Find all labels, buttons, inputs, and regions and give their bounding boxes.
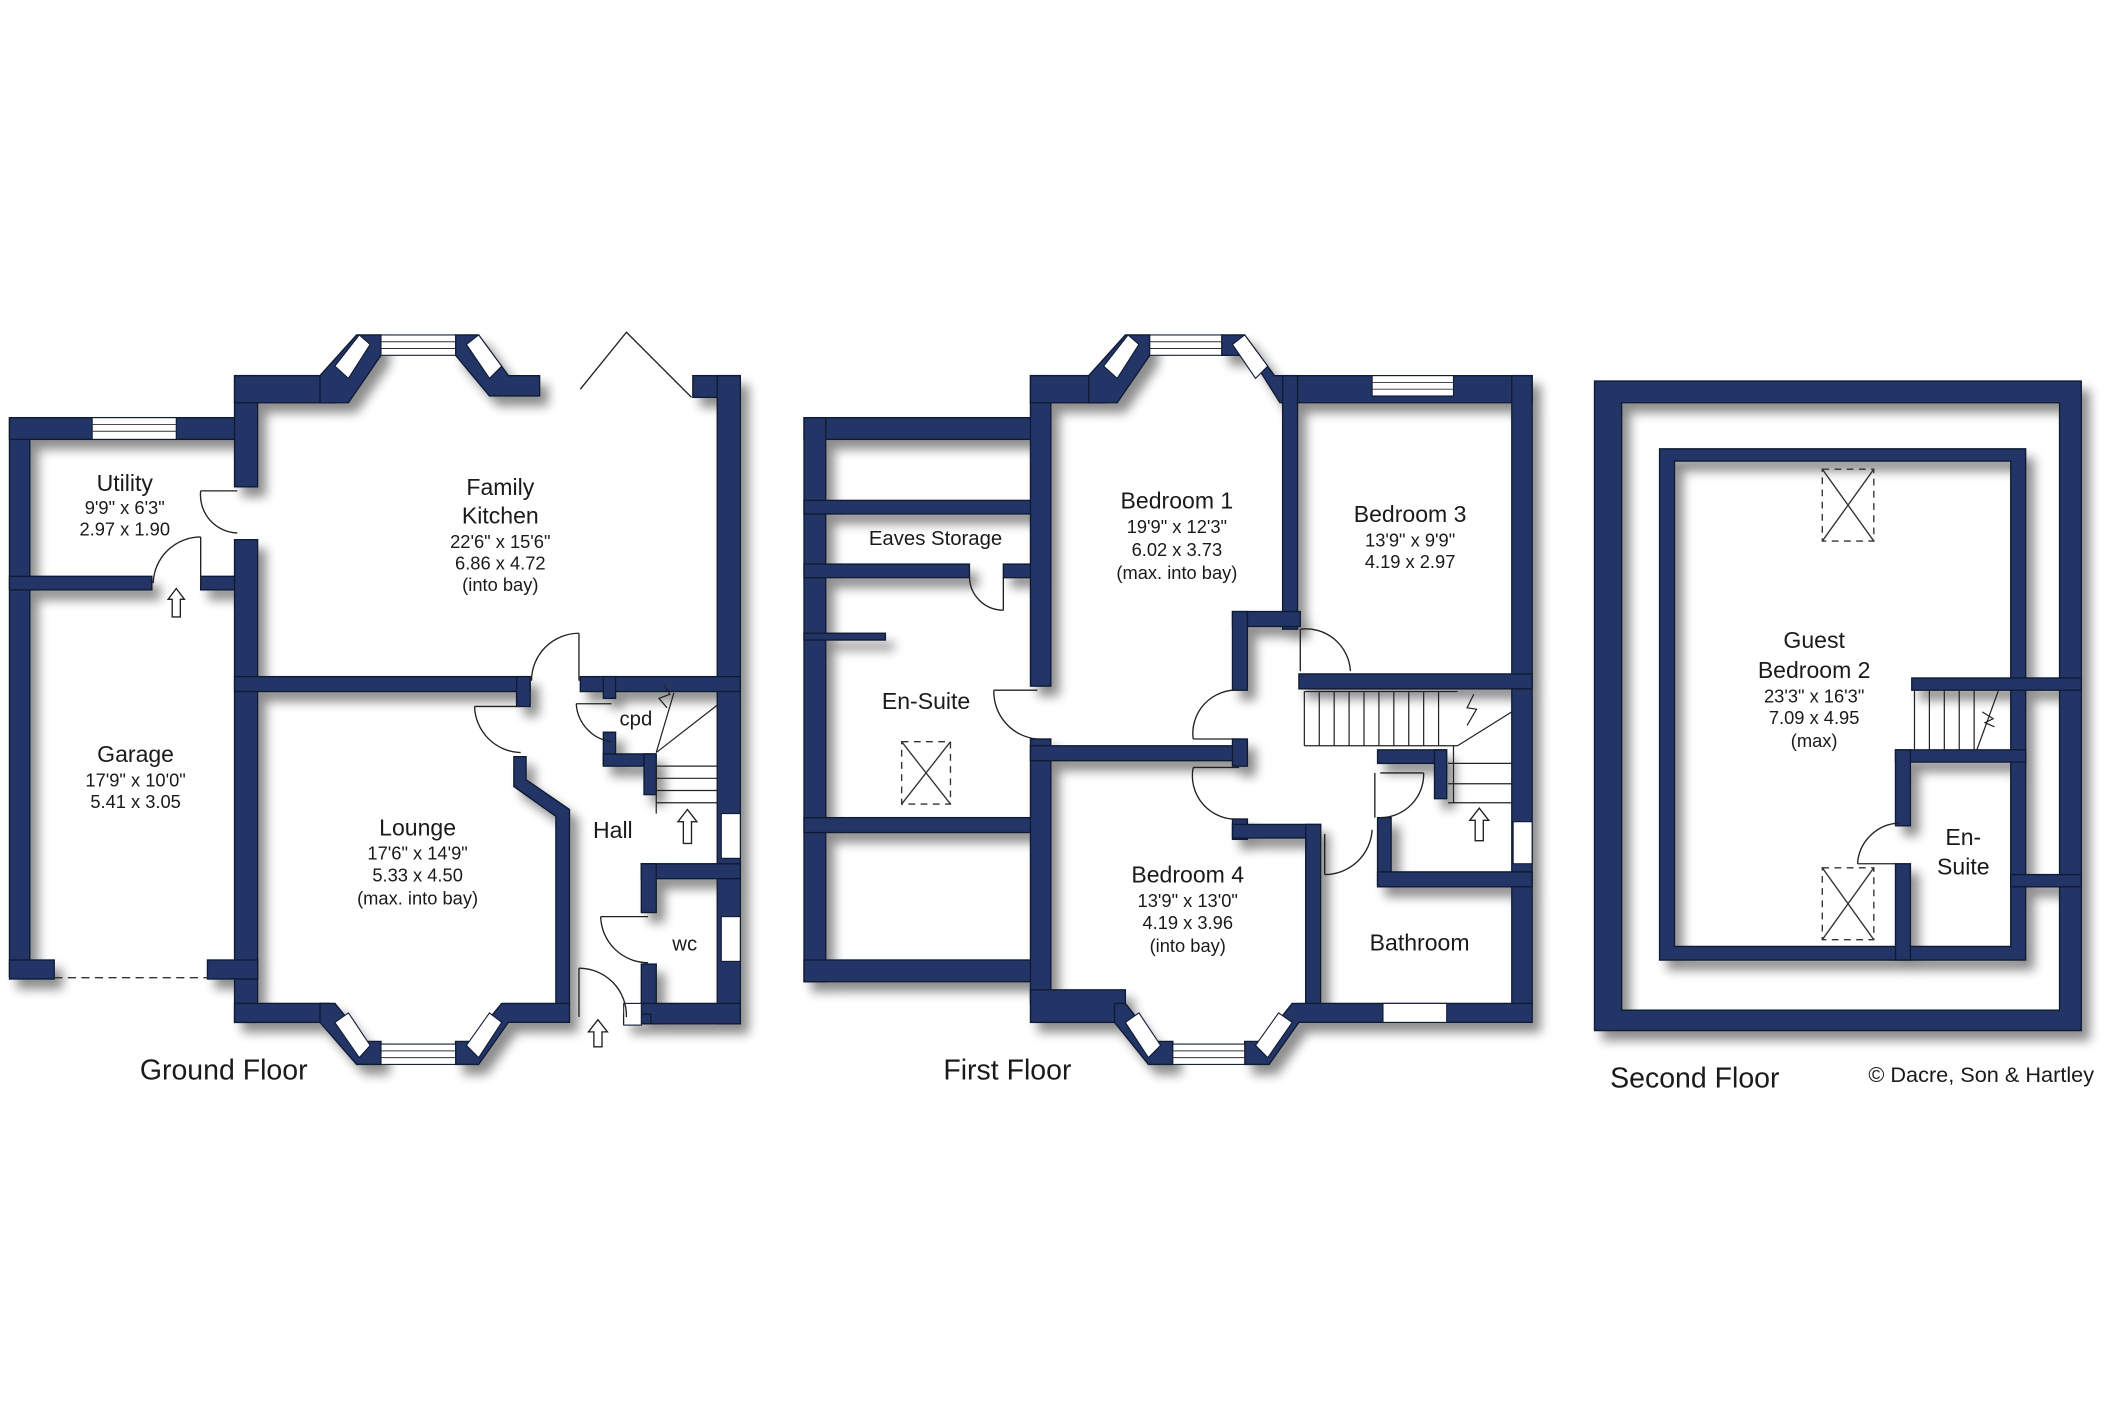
garage-imperial: 17'9" x 10'0"	[85, 769, 185, 790]
second-floor-skylights	[1821, 468, 1875, 941]
ground-floor-windows	[91, 334, 741, 1065]
first-floor-label: First Floor	[943, 1054, 1071, 1086]
second-floor-walls	[1593, 380, 2082, 1032]
ground-floor-labels: Utility 9'9" x 6'3" 2.97 x 1.90 Family K…	[79, 470, 697, 1086]
copyright-notice: © Dacre, Son & Hartley	[1868, 1062, 2094, 1087]
ground-floor-stairs	[655, 684, 718, 814]
ground-floor-plan: Utility 9'9" x 6'3" 2.97 x 1.90 Family K…	[8, 331, 741, 1086]
hall-name: Hall	[593, 817, 633, 843]
bedroom3-imperial: 13'9" x 9'9"	[1365, 529, 1455, 550]
kitchen-name-line2: Kitchen	[462, 502, 539, 528]
lounge-metric: 5.33 x 4.50	[372, 864, 463, 885]
lounge-name: Lounge	[379, 814, 456, 840]
guest-bedroom-imperial: 23'3" x 16'3"	[1764, 685, 1864, 706]
bathroom-name: Bathroom	[1370, 930, 1470, 956]
utility-name: Utility	[97, 470, 154, 496]
bedroom1-note: (max. into bay)	[1116, 562, 1237, 583]
kitchen-note: (into bay)	[462, 574, 538, 595]
first-floor-skylight	[900, 741, 952, 805]
garage-name: Garage	[97, 741, 174, 767]
second-ensuite-name-line2: Suite	[1937, 854, 1989, 880]
guest-bedroom-metric: 7.09 x 4.95	[1769, 707, 1860, 728]
kitchen-name-line1: Family	[466, 474, 534, 500]
bedroom4-metric: 4.19 x 3.96	[1142, 912, 1233, 933]
first-floor-plan: Eaves Storage En-Suite Bedroom 1 19'9" x…	[803, 334, 1533, 1087]
second-ensuite-name-line1: En-	[1945, 824, 1981, 850]
cpd-name: cpd	[620, 708, 653, 730]
kitchen-metric: 6.86 x 4.72	[455, 553, 546, 574]
first-floor-stairs	[1303, 690, 1513, 804]
lounge-imperial: 17'6" x 14'9"	[367, 843, 467, 864]
bedroom4-imperial: 13'9" x 13'0"	[1138, 890, 1238, 911]
bedroom1-name: Bedroom 1	[1121, 488, 1234, 514]
second-floor-plan: Guest Bedroom 2 23'3" x 16'3" 7.09 x 4.9…	[1593, 380, 2082, 1094]
utility-imperial: 9'9" x 6'3"	[85, 497, 165, 518]
utility-metric: 2.97 x 1.90	[79, 519, 170, 540]
guest-bedroom-note: (max)	[1791, 730, 1838, 751]
kitchen-imperial: 22'6" x 15'6"	[450, 531, 550, 552]
ground-floor-arrows	[166, 587, 699, 1048]
guest-bedroom-name-line1: Guest	[1783, 627, 1845, 653]
front-door-arrow-icon	[587, 1018, 609, 1048]
lounge-note: (max. into bay)	[357, 887, 478, 908]
first-floor-windows	[1102, 334, 1533, 1065]
stair-up-arrow-icon	[676, 808, 699, 845]
wc-name: wc	[671, 934, 697, 956]
first-ensuite-name: En-Suite	[882, 688, 970, 714]
garage-utility-arrow-icon	[166, 587, 186, 618]
bedroom4-name: Bedroom 4	[1131, 862, 1244, 888]
bedroom1-imperial: 19'9" x 12'3"	[1127, 516, 1227, 537]
bedroom4-note: (into bay)	[1150, 935, 1226, 956]
bedroom1-metric: 6.02 x 3.73	[1132, 539, 1223, 560]
guest-bedroom-name-line2: Bedroom 2	[1758, 657, 1871, 683]
bedroom3-name: Bedroom 3	[1354, 501, 1467, 527]
ground-floor-label: Ground Floor	[140, 1054, 308, 1086]
second-floor-stairs	[1913, 689, 2000, 751]
eaves-storage-name: Eaves Storage	[869, 528, 1002, 550]
ground-floor-walls	[8, 334, 741, 1066]
ground-floor-doors	[54, 331, 692, 1017]
first-floor-doors	[968, 577, 1425, 876]
bedroom3-metric: 4.19 x 2.97	[1365, 551, 1456, 572]
garage-metric: 5.41 x 3.05	[90, 791, 181, 812]
first-floor-stair-arrow-icon	[1468, 807, 1491, 842]
second-floor-doors	[1856, 822, 1900, 865]
second-floor-label: Second Floor	[1610, 1062, 1779, 1094]
first-floor-labels: Eaves Storage En-Suite Bedroom 1 19'9" x…	[869, 488, 1470, 1087]
second-floor-labels: Guest Bedroom 2 23'3" x 16'3" 7.09 x 4.9…	[1610, 627, 1989, 1094]
